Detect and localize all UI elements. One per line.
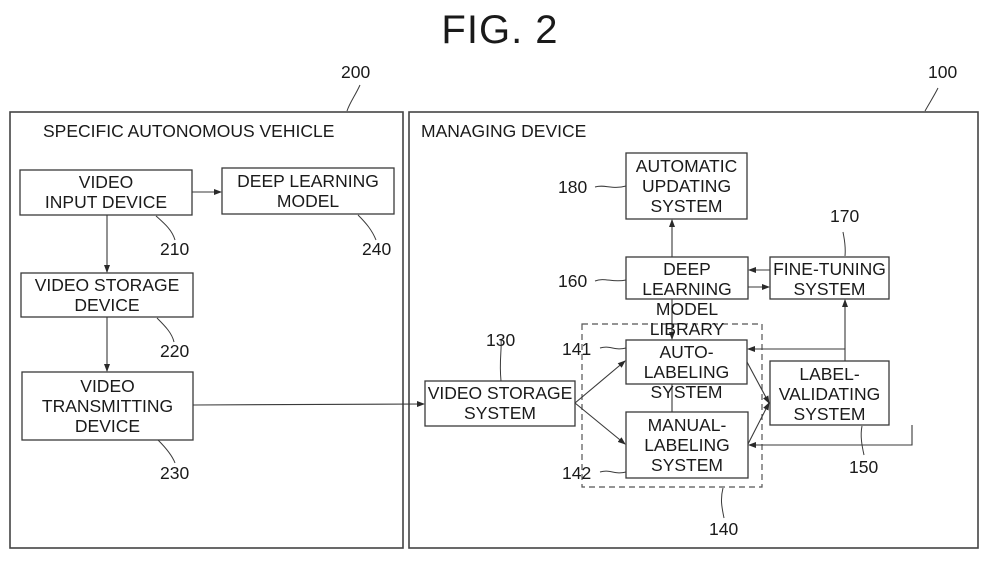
managing-device-container xyxy=(408,111,979,549)
ref-210: 210 xyxy=(160,239,190,259)
leader-230 xyxy=(157,439,176,464)
leader-130 xyxy=(499,338,502,382)
auto-labeling-system-label: AUTO-LABELING SYSTEM xyxy=(643,342,730,402)
deep-learning-model-label: DEEP LEARNING MODEL xyxy=(237,171,379,211)
vehicle-header: SPECIFIC AUTONOMOUS VEHICLE xyxy=(43,121,335,141)
leader-142 xyxy=(599,470,627,474)
leader-180 xyxy=(594,185,627,188)
ref-220: 220 xyxy=(160,341,190,361)
leader-150 xyxy=(860,425,865,456)
manual-labeling-system-label: MANUAL- LABELING SYSTEM xyxy=(644,415,730,475)
vehicle-container xyxy=(9,111,404,549)
ref-170: 170 xyxy=(830,206,860,226)
arrow-manuallabel-to-validating xyxy=(747,402,770,445)
leader-220 xyxy=(156,317,175,343)
arrow-transmit-to-video-storage-system xyxy=(192,401,425,408)
ref-200: 200 xyxy=(341,62,371,82)
video-input-device-label: VIDEO INPUT DEVICE xyxy=(44,172,168,212)
ref-240: 240 xyxy=(362,239,392,259)
deep-learning-model-box xyxy=(221,167,395,215)
ref-230: 230 xyxy=(160,463,190,483)
video-transmitting-device-box xyxy=(21,371,194,441)
ref-180: 180 xyxy=(558,177,588,197)
label-validating-system-box xyxy=(769,360,890,426)
managing-device-header: MANAGING DEVICE xyxy=(421,121,587,141)
leader-210 xyxy=(155,215,176,241)
video-transmitting-device-label: VIDEO TRANSMITTING DEVICE xyxy=(41,376,174,436)
arrow-storage-to-autolabel xyxy=(574,360,626,404)
fine-tuning-system-box xyxy=(769,256,890,300)
video-storage-device-label: VIDEO STORAGE DEVICE xyxy=(34,275,180,315)
model-library-box xyxy=(625,256,749,300)
ref-100: 100 xyxy=(928,62,958,82)
leader-160 xyxy=(594,279,627,282)
leader-240 xyxy=(357,214,377,241)
label-validating-system-label: LABEL- VALIDATING SYSTEM xyxy=(778,364,881,424)
leader-140 xyxy=(720,487,725,519)
arrow-autolabel-to-validating xyxy=(746,361,770,404)
leader-100 xyxy=(924,87,939,112)
leader-170 xyxy=(842,231,846,257)
video-storage-system-label: VIDEO STORAGE SYSTEM xyxy=(427,383,573,423)
leader-141 xyxy=(599,346,627,350)
arrow-storage-to-manuallabel xyxy=(574,402,626,445)
fine-tuning-system-label: FINE-TUNING SYSTEM xyxy=(773,259,886,299)
ref-150: 150 xyxy=(849,457,879,477)
leader-200 xyxy=(346,84,361,112)
ref-140: 140 xyxy=(709,519,739,539)
ref-160: 160 xyxy=(558,271,588,291)
automatic-updating-system-label: AUTOMATIC UPDATING SYSTEM xyxy=(635,156,738,216)
model-library-label: DEEP LEARNING MODEL LIBRARY xyxy=(642,259,732,339)
ref-141: 141 xyxy=(562,339,592,359)
ref-130: 130 xyxy=(486,330,516,350)
figure-title: FIG. 2 xyxy=(441,8,559,52)
ref-142: 142 xyxy=(562,463,592,483)
arrow-validating-to-manuallabel xyxy=(748,425,913,448)
